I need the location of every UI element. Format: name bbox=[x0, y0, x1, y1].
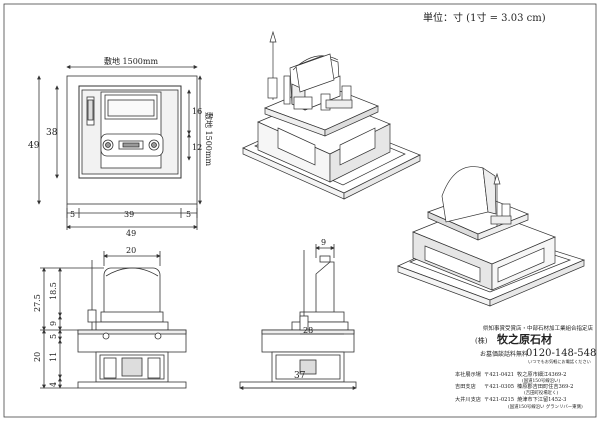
plan-site-outline bbox=[66, 75, 198, 205]
isometric-view-back bbox=[397, 166, 586, 307]
company-certs: 県知事賞受賞店・中部石材加工業組合指定店 bbox=[483, 324, 594, 332]
branch-note: (国道150号線沿い グランリバー東側) bbox=[508, 403, 583, 410]
plan-dim-38: 38 bbox=[46, 128, 58, 138]
company-name: 牧之原石材 bbox=[497, 332, 552, 346]
drawing-border bbox=[3, 3, 597, 418]
company-info: 県知事賞受賞店・中部石材加工業組合指定店 (株) 牧之原石材 お墓価談話料無料 … bbox=[455, 324, 596, 410]
side-dim-37: 37 bbox=[294, 371, 306, 381]
plan-dim-5b: 5 bbox=[186, 210, 191, 219]
branch-label: 本社展示場 bbox=[455, 370, 481, 378]
front-dim-5: 5 bbox=[49, 334, 58, 339]
branch-note: (国道150号線沿い) bbox=[522, 377, 560, 384]
side-dim-9: 9 bbox=[321, 238, 326, 247]
side-elevation bbox=[239, 244, 357, 390]
front-site-slab bbox=[77, 381, 187, 389]
front-dim-27-5: 27.5 bbox=[33, 294, 42, 312]
plan-dim-49-bottom: 49 bbox=[126, 229, 136, 238]
branch-label: 吉田支店 bbox=[455, 382, 476, 390]
branch-zip: 〒421-0215 bbox=[484, 396, 514, 403]
front-dim-4: 4 bbox=[49, 382, 58, 387]
front-elevation bbox=[40, 251, 187, 389]
phone-note: いつでもお気軽にお電話ください bbox=[528, 358, 591, 365]
plan-site-width: 敷地 1500mm bbox=[104, 56, 158, 66]
plan-dim-12: 12 bbox=[192, 143, 202, 152]
branch-address: 焼津市下江留1452-3 bbox=[517, 395, 566, 403]
plan-dim-49-left: 49 bbox=[28, 141, 40, 151]
front-upper-stone bbox=[103, 267, 161, 319]
branch-address: 牧之原市細江4369-2 bbox=[517, 370, 566, 378]
front-dim-20: 20 bbox=[33, 352, 42, 362]
side-site-slab bbox=[239, 381, 357, 389]
plan-dim-5a: 5 bbox=[70, 210, 75, 219]
plan-site-depth: 敷地 1500mm bbox=[204, 112, 214, 166]
plan-dim-16: 16 bbox=[192, 107, 202, 116]
unit-note: 単位：寸 (1寸 = 3.03 cm) bbox=[423, 11, 546, 24]
plan-dim-39: 39 bbox=[124, 210, 134, 219]
plan-view bbox=[37, 65, 202, 230]
phone-number: 0120-148-548 bbox=[526, 348, 596, 359]
isometric-view-front bbox=[242, 30, 421, 200]
branch-address: 榛原郡吉田町住吉369-2 bbox=[517, 382, 573, 390]
branch-label: 大井川支店 bbox=[455, 395, 481, 403]
branch-zip: 〒421-0421 bbox=[484, 371, 514, 378]
front-dim-18-5: 18.5 bbox=[49, 282, 58, 300]
front-dim-11: 11 bbox=[49, 352, 58, 362]
company-name-prefix: (株) bbox=[475, 336, 488, 345]
branch-zip: 〒421-0305 bbox=[484, 383, 514, 390]
side-dim-28: 28 bbox=[303, 326, 313, 335]
front-dim-20-top: 20 bbox=[126, 246, 136, 255]
front-dim-9: 9 bbox=[49, 321, 58, 326]
branch-note: (吉田町役場近く) bbox=[524, 389, 558, 396]
phone-label: お墓価談話料無料 bbox=[480, 350, 528, 358]
